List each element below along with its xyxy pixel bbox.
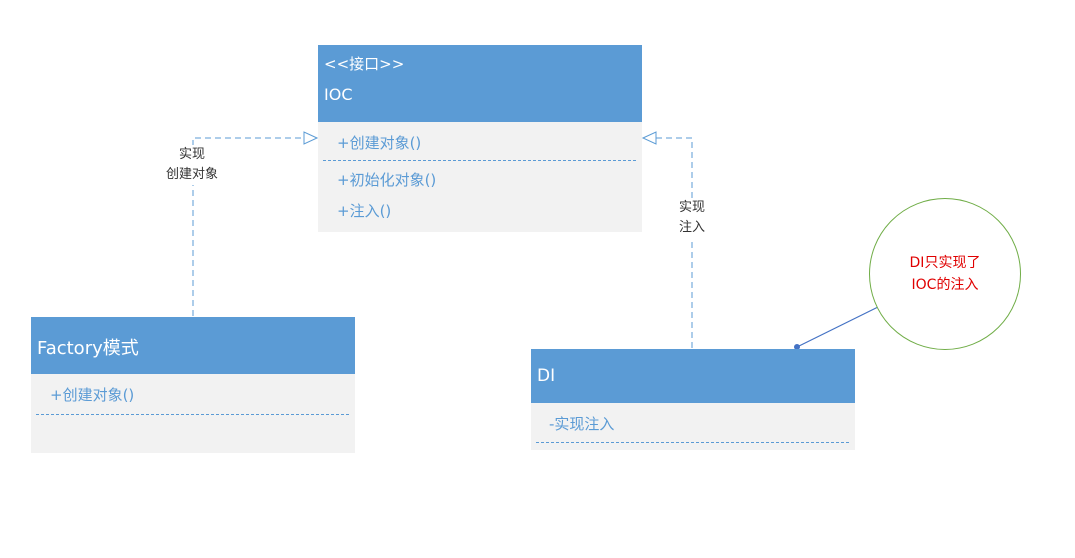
di-member-inject: -实现注入 xyxy=(549,415,615,433)
ioc-member-inject: +注入() xyxy=(337,202,392,220)
ioc-stereotype: <<接口>> xyxy=(324,55,405,73)
ioc-member-divider xyxy=(323,160,636,161)
right-label-line1: 实现 xyxy=(678,200,705,215)
di-header: DI xyxy=(531,349,855,403)
factory-body: +创建对象() xyxy=(31,374,355,453)
ioc-body: +创建对象() +初始化对象() +注入() xyxy=(318,122,642,232)
ioc-name: IOC xyxy=(324,85,353,104)
ioc-header: <<接口>> IOC xyxy=(318,45,642,122)
callout-line2: IOC的注入 xyxy=(911,277,979,293)
factory-header: Factory模式 xyxy=(31,317,355,374)
ioc-member-create: +创建对象() xyxy=(337,134,422,152)
factory-member-divider xyxy=(36,414,349,415)
factory-member-create: +创建对象() xyxy=(50,386,135,404)
callout-pointer-dot xyxy=(794,344,800,350)
factory-name: Factory模式 xyxy=(37,338,139,359)
callout-pointer-line xyxy=(796,306,879,348)
ioc-class[interactable]: <<接口>> IOC +创建对象() +初始化对象() +注入() xyxy=(318,45,642,232)
ioc-member-init: +初始化对象() xyxy=(337,171,437,189)
right-connector-label: 实现 注入 xyxy=(668,198,716,238)
di-name: DI xyxy=(537,366,556,386)
di-implements-connector xyxy=(656,137,693,348)
factory-implements-connector xyxy=(192,137,304,316)
factory-class[interactable]: Factory模式 +创建对象() xyxy=(31,317,355,453)
left-label-line1: 实现 xyxy=(178,147,205,162)
callout-line1: DI只实现了 xyxy=(909,255,981,271)
left-label-line2: 创建对象 xyxy=(165,167,218,182)
di-class[interactable]: DI -实现注入 xyxy=(531,349,855,450)
right-label-line2: 注入 xyxy=(678,220,705,235)
left-connector-label: 实现 创建对象 xyxy=(152,145,232,185)
callout-circle: DI只实现了 IOC的注入 xyxy=(869,198,1021,350)
di-arrowhead xyxy=(641,131,657,145)
factory-arrowhead xyxy=(303,131,319,145)
di-member-divider xyxy=(536,442,849,443)
di-body: -实现注入 xyxy=(531,403,855,450)
